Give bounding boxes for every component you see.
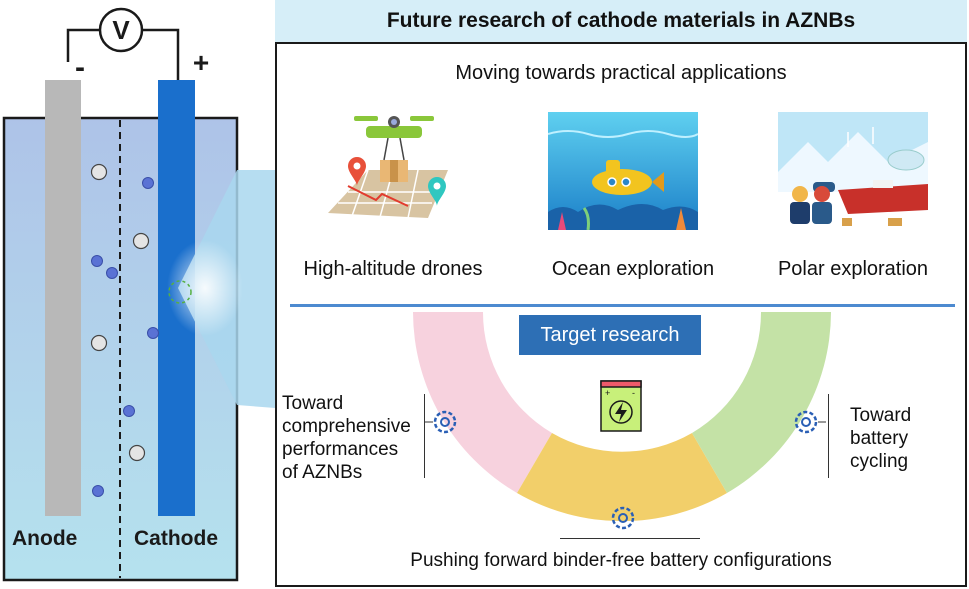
arc-segment-pink (413, 312, 552, 493)
anode-electrode (45, 80, 81, 516)
bracket-bottom (560, 538, 700, 539)
svg-text:+: + (605, 388, 610, 398)
battery-icon: + - (600, 380, 642, 432)
wire-left (66, 28, 100, 62)
battery-schematic: V - + Anode Cathode (2, 7, 275, 582)
wire-right (142, 28, 180, 80)
direction-left-line: performances (282, 439, 399, 460)
direction-left-line: of AZNBs (282, 462, 363, 483)
direction-right-line: cycling (850, 451, 909, 472)
drone-icon (328, 116, 448, 219)
direction-bottom: Pushing forward binder-free battery conf… (410, 550, 832, 571)
cathode-label: Cathode (134, 527, 218, 550)
plus-sign: + (193, 47, 209, 78)
bracket-left (424, 394, 425, 478)
voltmeter-label: V (112, 15, 130, 45)
zoom-glow (167, 240, 243, 336)
ion-particles (90, 163, 159, 497)
section-divider (290, 304, 955, 307)
direction-right-line: Toward (850, 405, 912, 426)
submarine-icon (548, 112, 698, 230)
target-research-box: Target research (519, 315, 701, 355)
gear-icon-right (794, 410, 826, 434)
application-label-polar: Polar exploration (777, 258, 929, 280)
direction-left: Toward comprehensive performances of AZN… (282, 392, 422, 484)
arc-segment-green (692, 312, 831, 493)
arc-segment-yellow (517, 433, 727, 522)
direction-left-line: Toward (282, 393, 344, 414)
anode-label: Anode (12, 527, 77, 550)
application-label-ocean: Ocean exploration (551, 258, 715, 280)
svg-text:-: - (632, 388, 635, 398)
panel-subtitle: Moving towards practical applications (455, 62, 787, 84)
research-arc (413, 312, 831, 522)
minus-sign: - (75, 51, 85, 84)
polar-icon (778, 112, 928, 230)
application-label-drones: High-altitude drones (303, 258, 483, 280)
direction-left-line: comprehensive (282, 416, 411, 437)
gear-icon-bottom (611, 506, 635, 530)
target-research-label: Target research (540, 323, 680, 346)
voltmeter (98, 7, 144, 53)
bracket-right (828, 394, 829, 478)
gear-icon-left (425, 410, 457, 434)
zoom-target (168, 280, 192, 304)
panel-header-title: Future research of cathode materials in … (386, 9, 856, 32)
direction-right: Toward battery cycling (850, 404, 960, 473)
panel-header: Future research of cathode materials in … (275, 0, 967, 44)
direction-right-line: battery (850, 428, 909, 449)
